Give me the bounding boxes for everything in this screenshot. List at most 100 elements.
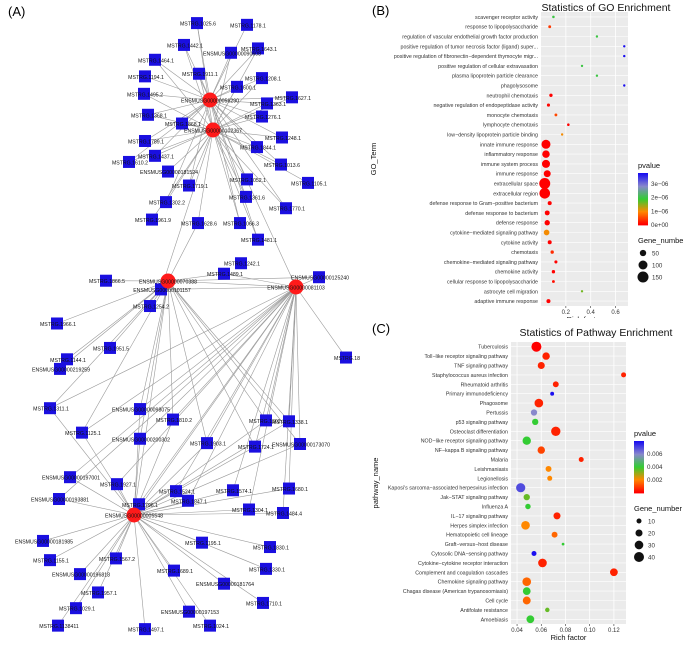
network-edge	[168, 281, 173, 420]
y-tick-label: Kaposi's sarcoma−associated herpesvirus …	[388, 486, 508, 492]
y-tick-label: phagolysosome	[501, 84, 538, 90]
data-point	[523, 437, 531, 445]
gene-node: MSTRG.1276.1	[245, 111, 281, 123]
hub-node-label: ENSMUSG00000081103	[267, 286, 325, 292]
gene-node-label: MSTRG.1302.2	[149, 201, 185, 207]
y-tick-label: Pertussis	[486, 411, 508, 417]
gene-node: MSTRG.1789.1	[128, 135, 164, 147]
gene-node-label: MSTRG.1866.5	[89, 279, 125, 285]
gene-node: ENSMUSG00000193881	[31, 493, 89, 505]
data-point	[610, 568, 618, 576]
gene-node-label: MSTRG.1957.1	[81, 591, 117, 597]
gene-node-label: ENSMUSG00000101157	[133, 288, 191, 294]
color-legend-title: pvalue	[638, 161, 660, 170]
y-tick-label: chemokine−mediated signaling pathway	[444, 260, 538, 266]
data-point	[548, 201, 552, 205]
gene-node: MSTRG.1689.1	[157, 565, 193, 577]
hub-node-label: ENSMUSG00000056290	[181, 99, 239, 105]
gene-node: MSTRG.1138411	[39, 620, 79, 632]
color-legend-label: 3e−06	[651, 181, 669, 188]
size-legend-label: 20	[648, 530, 655, 537]
data-point	[538, 446, 545, 453]
data-point	[523, 587, 531, 595]
y-tick-label: immune response	[496, 172, 538, 178]
y-tick-label: defense response to bacterium	[465, 211, 538, 217]
gene-node-label: MSTRG.1628.6	[181, 222, 217, 228]
gene-node-label: MSTRG.1138411	[39, 624, 79, 630]
y-tick-label: inflammatory response	[484, 152, 538, 158]
gene-node-label: MSTRG.1025.6	[180, 22, 216, 28]
data-point	[531, 342, 541, 352]
gene-node-label: MSTRG.1847.1	[171, 499, 207, 505]
y-tick-label: Rheumatoid arthritis	[461, 382, 509, 388]
panel-c-letter: (C)	[372, 321, 390, 336]
gene-node-label: ENSMUSG00000197001	[42, 476, 100, 482]
data-point	[581, 290, 583, 292]
y-tick-label: Staphylococcus aureus infection	[432, 373, 508, 379]
gene-node-label: MSTRG.1610.2	[112, 160, 148, 166]
y-tick-label: response to lipopolysaccharide	[465, 25, 538, 31]
size-legend-dot	[634, 552, 644, 562]
gene-node-label: MSTRG.1961.9	[135, 218, 171, 224]
y-tick-label: immune system process	[481, 162, 538, 168]
data-point	[567, 123, 570, 126]
gene-node-label: MSTRG.1903.1	[190, 442, 226, 448]
y-tick-label: plasma lipoprotein particle clearance	[452, 74, 538, 80]
gene-node: MSTRG.1013.6	[264, 159, 300, 171]
data-point	[542, 160, 550, 168]
gene-node: MSTRG.1810.2	[156, 414, 192, 426]
y-tick-label: Leishmaniasis	[474, 467, 508, 473]
gene-node: MSTRG.1680.1	[272, 483, 308, 495]
gene-node: MSTRG.1105.1	[291, 177, 327, 189]
data-point	[524, 494, 530, 500]
gene-node: ENSMUSG00000196818	[52, 568, 110, 580]
gene-node: MSTRG.1911.1	[182, 68, 218, 80]
gene-node: ENSMUSG00000181985	[15, 535, 73, 547]
color-legend-title: pvalue	[634, 429, 656, 438]
gene-node-label: MSTRG.1951.5	[93, 346, 129, 352]
gene-node-label: MSTRG.1029.1	[59, 607, 95, 613]
gene-node-label: MSTRG.1796.1	[122, 503, 158, 509]
y-tick-label: extracellular space	[494, 182, 538, 188]
y-tick-label: chemotaxis	[511, 250, 538, 256]
data-point	[623, 55, 625, 57]
hub-node-label: ENSMUSG00000102367	[184, 129, 242, 135]
gene-node: MSTRG.1442.1	[167, 39, 203, 51]
gene-node: MSTRG.1830.1	[253, 541, 289, 553]
y-tick-label: Legionellosis	[477, 476, 508, 482]
network-edge	[134, 515, 263, 603]
size-legend-title: Gene_number	[634, 504, 682, 513]
gene-node: MSTRG.1361.6	[229, 191, 265, 203]
y-axis-label: pathway_name	[371, 458, 380, 509]
data-point	[542, 352, 549, 359]
y-tick-label: Phagosome	[480, 401, 508, 407]
gene-node-label: MSTRG.1195.1	[185, 541, 221, 547]
gene-node: MSTRG.1961.9	[135, 214, 171, 226]
gene-node-label: ENSMUSG00000193881	[31, 498, 89, 504]
y-tick-label: defense response	[496, 221, 538, 227]
data-point	[525, 504, 530, 509]
network-edge	[210, 100, 240, 223]
gene-node-label: MSTRG.1013.6	[264, 163, 300, 169]
network-edge	[117, 287, 296, 484]
y-tick-label: positive regulation of fibronectin−depen…	[394, 54, 538, 60]
gene-node: MSTRG.1248.1	[265, 131, 301, 143]
gene-node-label: ENSMUSG00000173070	[272, 443, 330, 449]
gene-node: ENSMUSG00000181524	[140, 166, 198, 178]
y-tick-label: Primary immunodeficiency	[446, 392, 508, 398]
size-legend-label: 40	[648, 554, 655, 561]
y-tick-label: positive regulation of cellular extravas…	[438, 64, 538, 70]
data-point	[581, 65, 583, 67]
size-legend-label: 100	[652, 262, 663, 269]
gene-node: MSTRG.1796.1	[122, 498, 158, 510]
gene-node-label: MSTRG.1311.1	[33, 407, 69, 413]
gene-node-label: MSTRG.1911.1	[182, 72, 218, 78]
data-point	[544, 170, 551, 177]
data-point	[547, 476, 552, 481]
size-legend-dot	[635, 541, 644, 550]
gene-node-label: ENSMUSG00000181985	[15, 539, 73, 545]
